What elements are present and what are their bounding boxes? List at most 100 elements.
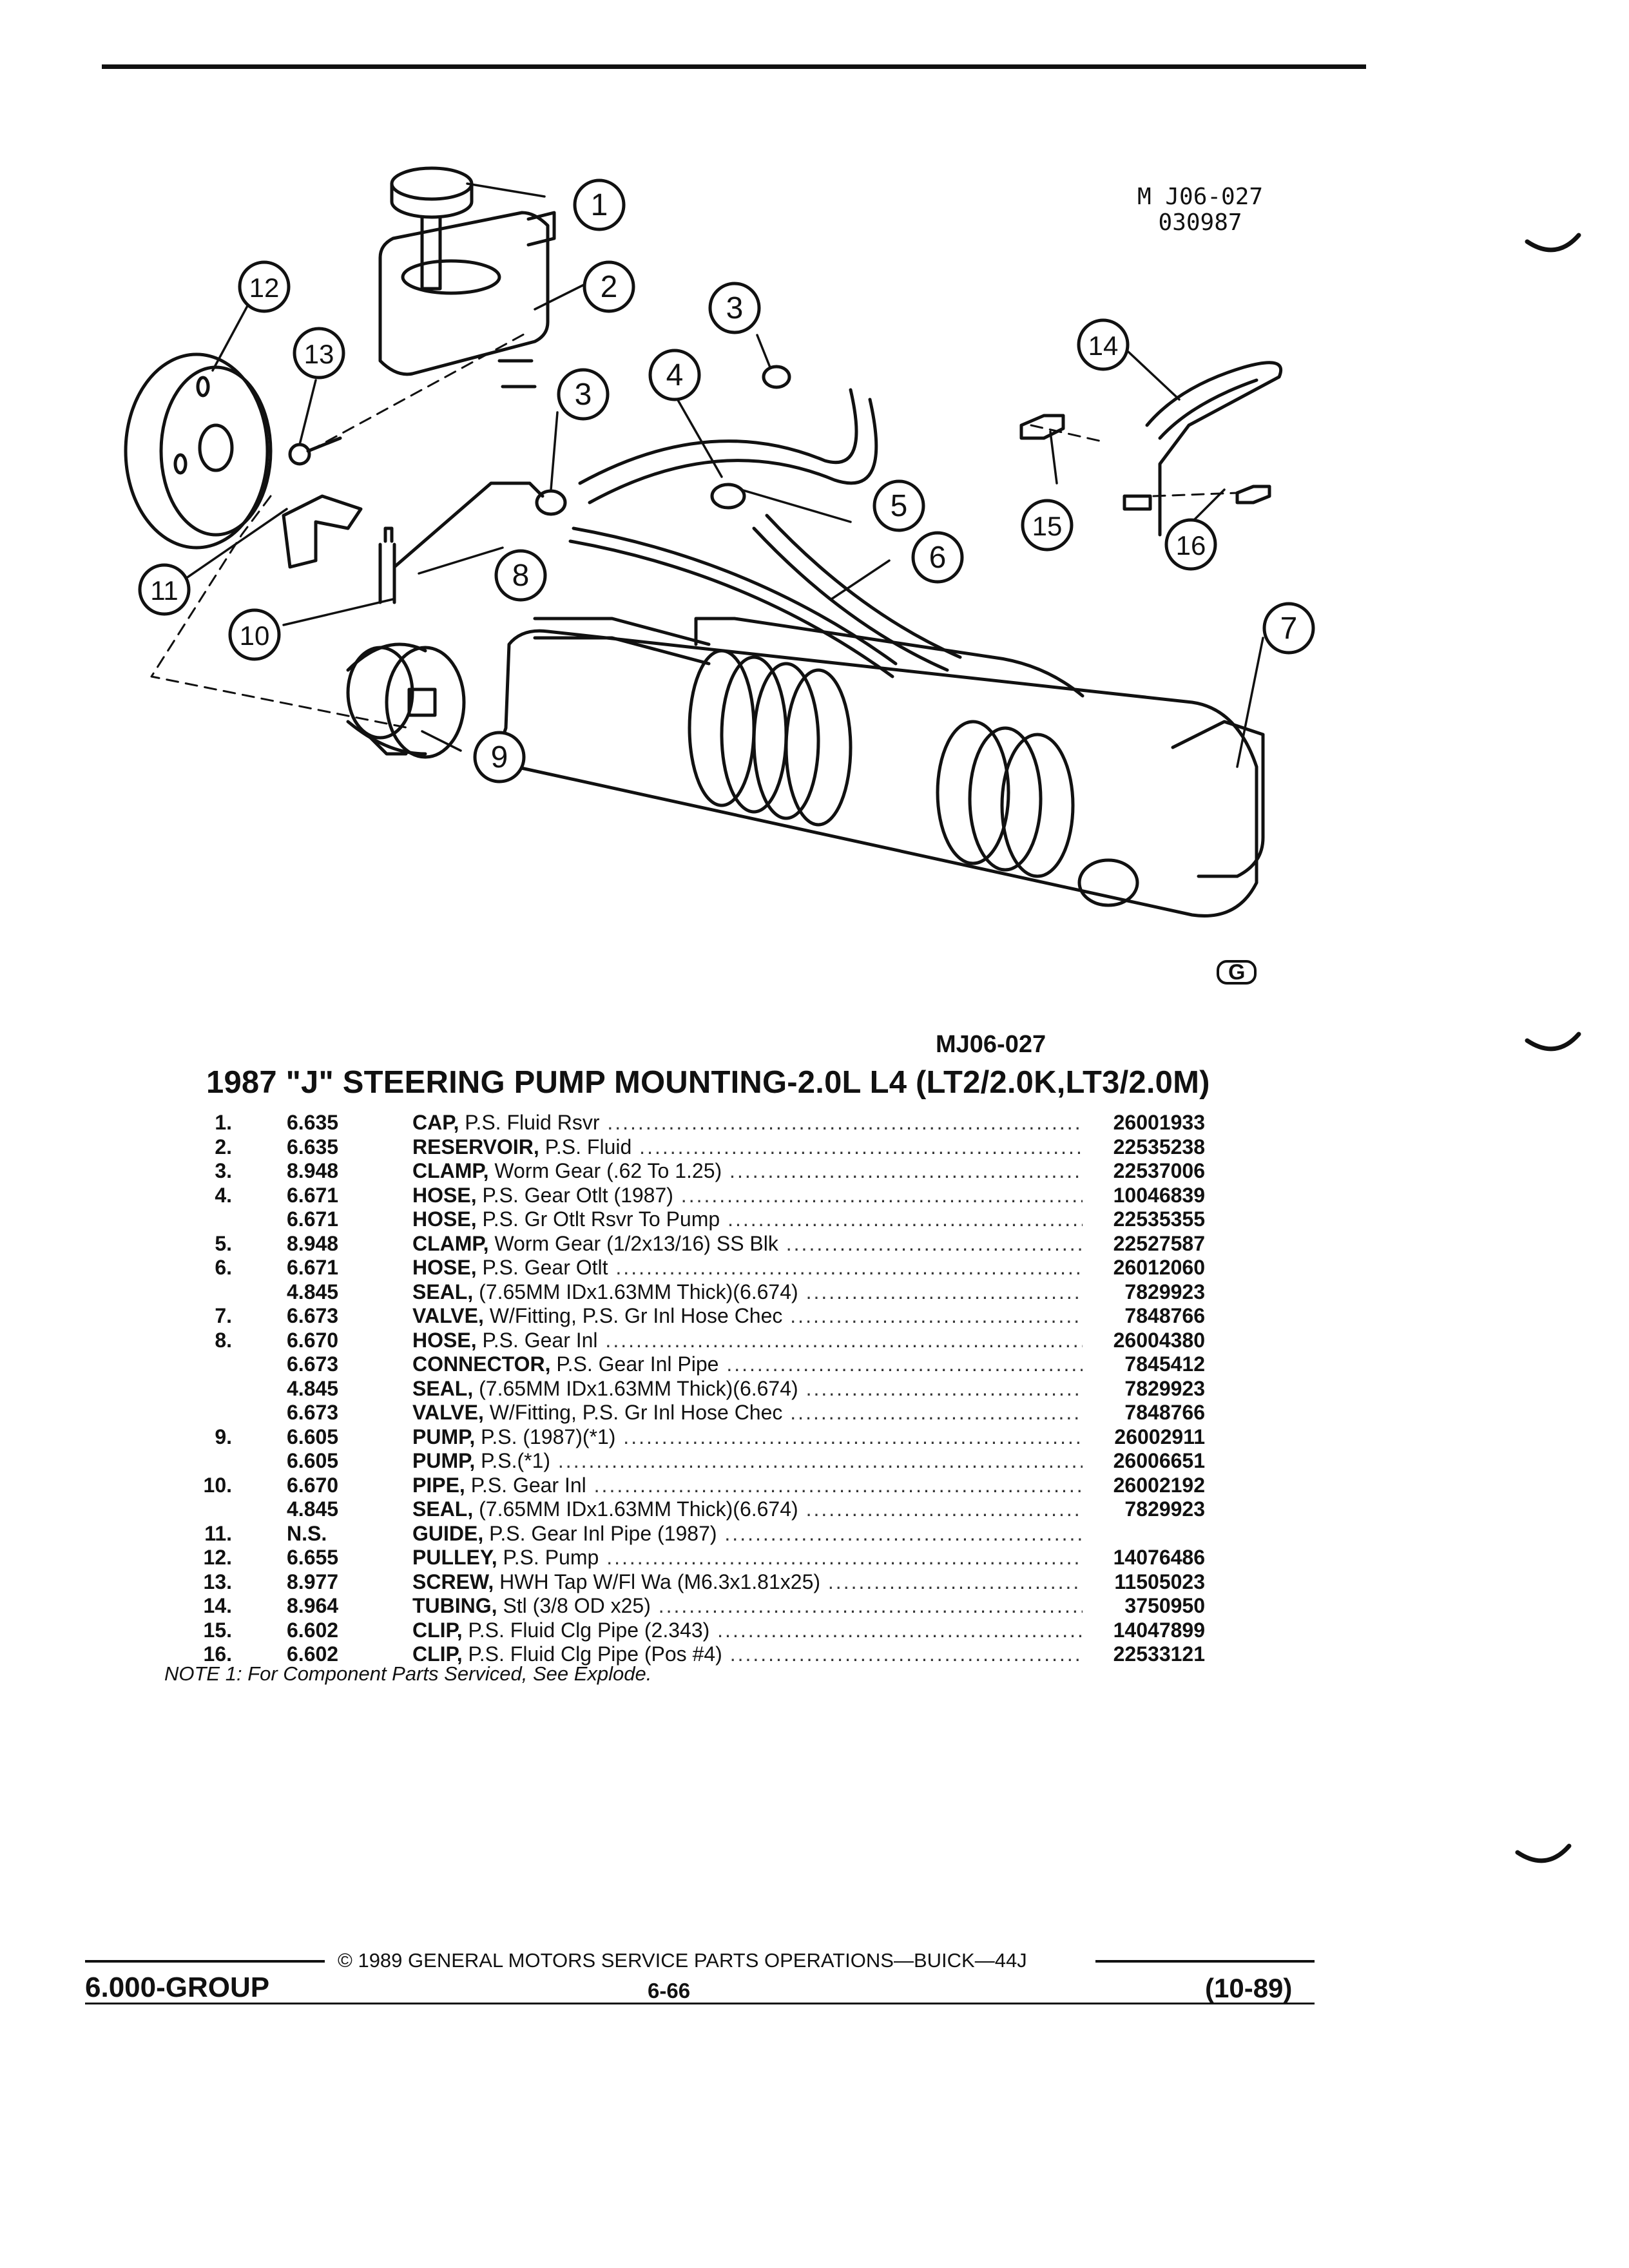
item-ref-number: 7. [215, 1304, 232, 1327]
part-number: 26012060 [1113, 1256, 1205, 1279]
group-number: 4.845 [287, 1497, 339, 1521]
dot-leader: ........................................… [805, 1280, 1083, 1303]
group-number: 6.635 [287, 1111, 339, 1134]
part-name: HOSE, [412, 1183, 477, 1207]
dot-leader: ........................................… [615, 1256, 1083, 1279]
parts-row: 6.673 VALVE, W/Fitting, P.S. Gr Inl Hose … [161, 1401, 1205, 1425]
callout-label: 2 [601, 270, 618, 304]
part-name: CAP, [412, 1111, 459, 1134]
group-number: 6.671 [287, 1256, 339, 1279]
callout-4: 4 [648, 349, 701, 401]
dot-leader: ........................................… [605, 1328, 1083, 1352]
group-number: 6.673 [287, 1401, 339, 1424]
callout-2: 2 [583, 260, 635, 313]
part-description: VALVE, W/Fitting, P.S. Gr Inl Hose Chec … [412, 1401, 1083, 1425]
part-number: 26001933 [1113, 1111, 1205, 1134]
dot-leader: ........................................… [805, 1497, 1083, 1521]
callout-1: 1 [573, 178, 626, 231]
figure-code-line2: 030987 [1158, 209, 1242, 236]
binder-mark-icon [1515, 1843, 1572, 1863]
part-description: HOSE, P.S. Gear Inl ....................… [412, 1329, 1083, 1353]
part-name: HOSE, [412, 1328, 477, 1352]
dot-leader: ........................................… [639, 1135, 1083, 1158]
item-ref-number: 1. [215, 1111, 232, 1134]
part-detail: P.S. Fluid Clg Pipe (2.343) [468, 1618, 710, 1642]
group-number: 6.635 [287, 1135, 339, 1158]
screw-part [288, 436, 342, 466]
part-description: VALVE, W/Fitting, P.S. Gr Inl Hose Chec … [412, 1304, 1083, 1329]
part-description: SEAL, (7.65MM IDx1.63MM Thick)(6.674) ..… [412, 1280, 1083, 1305]
part-name: PULLEY, [412, 1546, 497, 1569]
section-title: 1987 "J" STEERING PUMP MOUNTING-2.0L L4 … [206, 1065, 1210, 1100]
group-number: 6.602 [287, 1642, 339, 1666]
gear-outlet-hose-part [578, 388, 878, 505]
part-description: HOSE, P.S. Gr Otlt Rsvr To Pump ........… [412, 1207, 1083, 1232]
group-number: 6.670 [287, 1328, 339, 1352]
fluid-reservoir-part [378, 211, 556, 389]
part-description: CLIP, P.S. Fluid Clg Pipe (Pos #4) .....… [412, 1642, 1083, 1667]
part-number: 10046839 [1113, 1183, 1205, 1207]
part-number: 22527587 [1113, 1231, 1205, 1255]
part-description: SEAL, (7.65MM IDx1.63MM Thick)(6.674) ..… [412, 1377, 1083, 1401]
part-detail: P.S. Gear Inl Pipe (1987) [489, 1521, 717, 1545]
part-detail: P.S. Gear Otlt (1987) [482, 1183, 673, 1207]
binder-mark-icon [1525, 233, 1581, 253]
part-name: SEAL, [412, 1376, 474, 1400]
part-description: GUIDE, P.S. Gear Inl Pipe (1987) .......… [412, 1522, 1083, 1546]
callout-label: 8 [512, 559, 530, 593]
part-detail: P.S. Gear Inl [482, 1328, 598, 1352]
dot-leader: ........................................… [593, 1473, 1083, 1497]
dot-leader: ........................................… [729, 1642, 1083, 1666]
part-detail: P.S. Pump [503, 1546, 599, 1569]
callout-7: 7 [1262, 602, 1315, 655]
pump-pulley-part [124, 352, 273, 550]
part-name: PIPE, [412, 1473, 465, 1497]
part-detail: W/Fitting, P.S. Gr Inl Hose Chec [489, 1304, 783, 1327]
callout-label: 5 [891, 489, 908, 523]
part-description: SEAL, (7.65MM IDx1.63MM Thick)(6.674) ..… [412, 1497, 1083, 1522]
part-description: PUMP, P.S.(*1) .........................… [412, 1449, 1083, 1474]
callout-6: 6 [911, 531, 964, 584]
part-description: CLAMP, Worm Gear (.62 To 1.25) .........… [412, 1159, 1083, 1184]
footer-page-number: 6-66 [648, 1979, 691, 2003]
part-description: PIPE, P.S. Gear Inl ....................… [412, 1474, 1083, 1498]
figure-code-line1: M J06-027 [1137, 184, 1264, 210]
part-number: 22537006 [1113, 1159, 1205, 1182]
callout-label: 16 [1176, 530, 1206, 561]
caption-code: MJ06-027 [936, 1031, 1046, 1058]
callout-10: 10 [228, 608, 281, 661]
part-detail: P.S. Gear Inl [470, 1473, 586, 1497]
part-name: PUMP, [412, 1449, 476, 1472]
callout-9: 9 [473, 731, 526, 783]
item-ref-number: 13. [203, 1570, 232, 1593]
group-number: 6.671 [287, 1183, 339, 1207]
group-number: 6.655 [287, 1546, 339, 1569]
steering-pump-part [346, 642, 466, 759]
group-number: 8.948 [287, 1159, 339, 1182]
group-number: 4.845 [287, 1376, 339, 1400]
part-detail: HWH Tap W/Fl Wa (M6.3x1.81x25) [499, 1570, 821, 1593]
part-detail: P.S. Fluid [545, 1135, 632, 1158]
group-number: 6.602 [287, 1618, 339, 1642]
part-description: CONNECTOR, P.S. Gear Inl Pipe ..........… [412, 1352, 1083, 1377]
part-number: 14047899 [1113, 1618, 1205, 1642]
part-name: SCREW, [412, 1570, 494, 1593]
part-name: VALVE, [412, 1304, 484, 1327]
top-rule [102, 64, 1366, 69]
part-name: CONNECTOR, [412, 1352, 551, 1376]
group-number: 8.948 [287, 1231, 339, 1255]
part-number: 22533121 [1113, 1642, 1205, 1666]
part-description: SCREW, HWH Tap W/Fl Wa (M6.3x1.81x25) ..… [412, 1570, 1083, 1595]
steel-tubing-part [1145, 361, 1283, 537]
part-name: PUMP, [412, 1425, 476, 1448]
part-name: TUBING, [412, 1594, 497, 1617]
dot-leader: ........................................… [658, 1594, 1083, 1617]
